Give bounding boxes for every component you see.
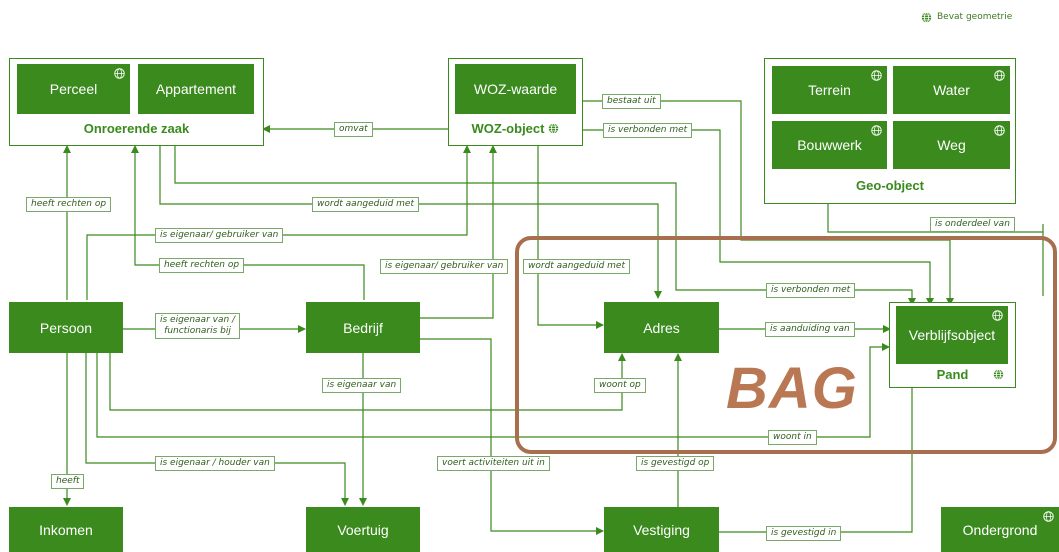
edge-label-heeft-rechten-op-persoon: heeft rechten op: [26, 197, 112, 212]
node-ondergrond-label: Ondergrond: [962, 521, 1038, 538]
node-terrein[interactable]: Terrein: [772, 66, 887, 114]
edge-label-line-1: is eigenaar van /: [160, 315, 236, 325]
node-terrein-label: Terrein: [808, 82, 851, 98]
edge-label-is-eigenaar-gebruiker-bedrijf: is eigenaar/ gebruiker van: [380, 259, 509, 274]
edge-label-woont-in: woont in: [768, 430, 817, 445]
node-adres[interactable]: Adres: [604, 302, 719, 353]
edge-label-is-eigenaar-houder-van: is eigenaar / houder van: [155, 456, 275, 471]
edge-label-omvat: omvat: [334, 122, 373, 137]
bag-highlight-box: [515, 236, 1057, 454]
node-persoon-label: Persoon: [39, 319, 93, 336]
edge-label-is-onderdeel-van: is onderdeel van: [930, 217, 1015, 232]
node-bedrijf-label: Bedrijf: [343, 319, 383, 336]
globe-icon: [994, 125, 1005, 136]
node-water[interactable]: Water: [893, 66, 1010, 114]
edge-label-is-aanduiding-van: is aanduiding van: [765, 322, 855, 337]
edge-label-is-gevestigd-in: is gevestigd in: [766, 526, 842, 541]
edge-label-is-eigenaar-van-functionaris-bij: is eigenaar van / functionaris bij: [155, 313, 241, 339]
group-geo-object-label: Geo-object: [856, 178, 924, 193]
node-adres-label: Adres: [643, 319, 680, 336]
group-pand-label: Pand: [889, 367, 1016, 382]
globe-icon: [1043, 511, 1054, 522]
edge-label-is-eigenaar-van: is eigenaar van: [322, 378, 402, 393]
globe-icon: [993, 369, 1004, 380]
node-verblijfsobject[interactable]: Verblijfsobject: [896, 306, 1008, 364]
edge-label-woont-op: woont op: [594, 378, 646, 393]
edge-label-wordt-aangeduid-met-woz: wordt aangeduid met: [523, 259, 630, 274]
globe-icon: [114, 68, 125, 79]
node-inkomen[interactable]: Inkomen: [9, 507, 123, 552]
globe-icon: [871, 70, 882, 81]
globe-icon: [992, 310, 1003, 321]
node-voertuig[interactable]: Voertuig: [306, 507, 420, 552]
node-ondergrond[interactable]: Ondergrond: [941, 507, 1059, 552]
node-bedrijf[interactable]: Bedrijf: [306, 302, 420, 353]
bag-label: BAG: [726, 356, 858, 421]
node-water-label: Water: [933, 82, 970, 98]
edge-label-bestaat-uit: bestaat uit: [602, 94, 661, 109]
node-voertuig-label: Voertuig: [337, 521, 389, 538]
node-weg[interactable]: Weg: [893, 121, 1010, 169]
node-perceel-label: Perceel: [49, 81, 98, 97]
node-perceel[interactable]: Perceel: [17, 64, 130, 114]
globe-icon: [994, 70, 1005, 81]
edge-label-is-verbonden-met-top: is verbonden met: [603, 123, 693, 138]
group-onroerende-zaak-label: Onroerende zaak: [83, 121, 190, 136]
edge-label-is-verbonden-met-mid: is verbonden met: [766, 283, 856, 298]
edge-label-line-2: functionaris bij: [164, 326, 231, 336]
node-weg-label: Weg: [937, 137, 966, 153]
pand-title: Pand: [936, 367, 969, 382]
globe-icon: [549, 123, 559, 134]
node-appartement-label: Appartement: [155, 81, 237, 97]
node-woz-waarde-label: WOZ-waarde: [473, 81, 558, 97]
group-woz-object-label: WOZ-object: [448, 121, 583, 136]
globe-icon: [871, 125, 882, 136]
node-bouwwerk-label: Bouwwerk: [797, 137, 862, 153]
node-vestiging-label: Vestiging: [633, 521, 690, 538]
legend: Bevat geometrie: [921, 10, 1012, 24]
edge-label-heeft: heeft: [51, 474, 85, 489]
node-inkomen-label: Inkomen: [39, 521, 93, 538]
node-appartement[interactable]: Appartement: [138, 64, 254, 114]
node-verblijfsobject-label: Verblijfsobject: [908, 327, 996, 343]
woz-object-title: WOZ-object: [471, 121, 545, 136]
edge-label-is-gevestigd-op: is gevestigd op: [636, 456, 715, 471]
node-persoon[interactable]: Persoon: [9, 302, 123, 353]
node-woz-waarde[interactable]: WOZ-waarde: [455, 64, 576, 114]
edge-label-voert-activiteiten-uit-in: voert activiteiten uit in: [437, 456, 550, 471]
globe-icon: [921, 11, 932, 23]
legend-label: Bevat geometrie: [937, 12, 1013, 22]
node-bouwwerk[interactable]: Bouwwerk: [772, 121, 887, 169]
edge-label-heeft-rechten-op-bedrijf: heeft rechten op: [159, 258, 245, 273]
node-vestiging[interactable]: Vestiging: [604, 507, 719, 552]
edge-label-wordt-aangeduid-met-top: wordt aangeduid met: [312, 197, 419, 212]
edge-label-is-eigenaar-gebruiker-persoon: is eigenaar/ gebruiker van: [155, 228, 284, 243]
